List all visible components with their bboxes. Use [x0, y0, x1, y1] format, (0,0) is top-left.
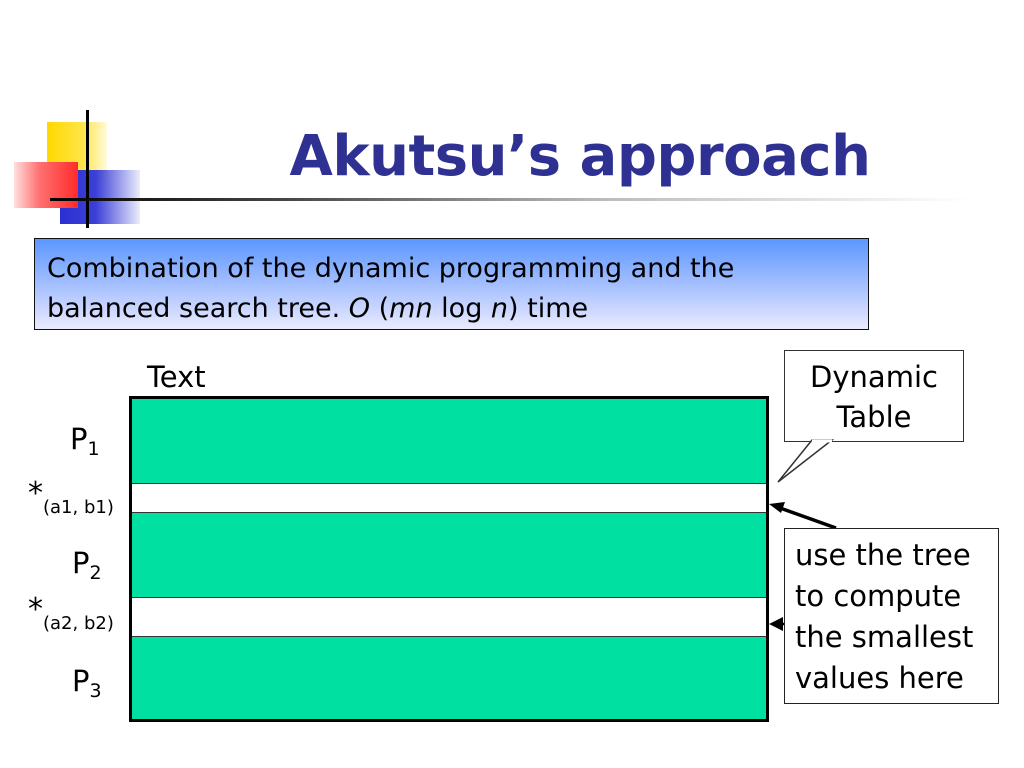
paren-open: (: [370, 293, 390, 324]
var-mn: mn: [389, 293, 433, 324]
arrowhead-gap-1: [769, 502, 785, 513]
note-line: values here: [795, 661, 964, 695]
callout-line-2: Table: [836, 400, 912, 434]
title-underline-rule: [50, 198, 970, 201]
logo-vertical-line: [86, 110, 89, 228]
log-text: log: [432, 293, 491, 324]
note-line: to compute: [795, 579, 962, 613]
slide-title: Akutsu’s approach: [289, 124, 871, 189]
dynamic-table: [129, 396, 769, 722]
arrow-to-gap-1: [779, 506, 837, 530]
row-label-p2: P2: [72, 546, 102, 584]
note-line: use the tree: [795, 538, 971, 572]
gap-row-2: [132, 597, 766, 637]
big-o-symbol: O: [348, 293, 371, 324]
dynamic-table-callout: Dynamic Table: [784, 350, 964, 442]
summary-line-2: balanced search tree. O (mn log n) time: [47, 289, 856, 329]
callout-tail: [777, 439, 835, 483]
row-label-p3: P3: [72, 664, 102, 702]
gap-row-1: [132, 483, 766, 513]
gap-label-a2-b2: *(a2, b2): [28, 592, 114, 634]
var-n: n: [490, 293, 509, 324]
time-text: ) time: [508, 293, 589, 324]
summary-box: Combination of the dynamic programming a…: [34, 238, 869, 330]
tree-note-box: use the tree to compute the smallest val…: [784, 528, 999, 704]
note-line: the smallest: [795, 620, 974, 654]
summary-text: balanced search tree.: [47, 293, 349, 324]
row-label-p1: P1: [70, 422, 100, 460]
arrowhead-gap-2: [769, 617, 783, 631]
summary-line-1: Combination of the dynamic programming a…: [47, 253, 735, 284]
text-axis-label: Text: [147, 360, 206, 394]
callout-line-1: Dynamic: [810, 360, 938, 394]
gap-label-a1-b1: *(a1, b1): [28, 476, 114, 518]
